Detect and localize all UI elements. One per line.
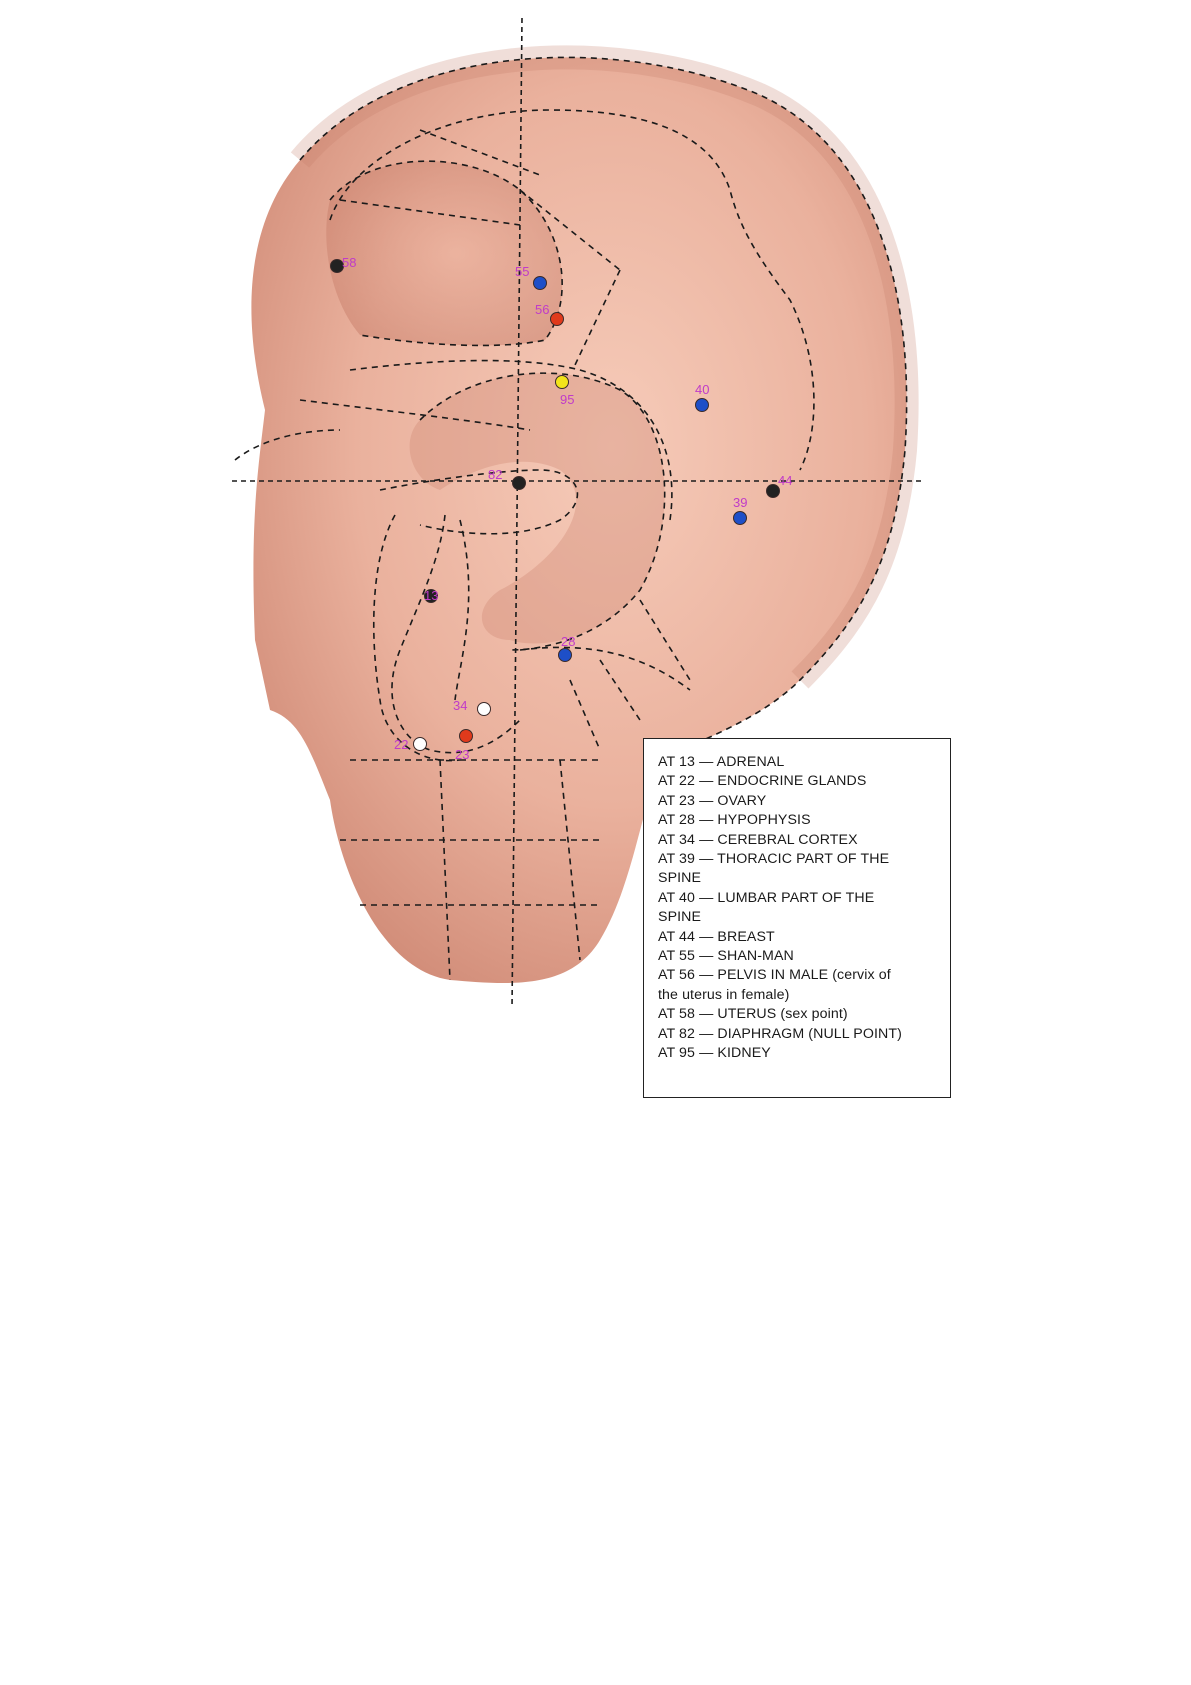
legend-row: SPINE (658, 909, 702, 926)
legend-box: AT 13 — ADRENAL AT 22 — ENDOCRINE GLANDS A… (643, 738, 951, 1098)
acupoint-58-marker (330, 259, 344, 273)
acupoint-82-label: 82 (488, 467, 502, 482)
concha (409, 373, 665, 644)
legend-row: AT 39 — THORACIC PART OF THE (658, 851, 890, 868)
acupoint-23-marker (459, 729, 473, 743)
legend-row: AT 13 — ADRENAL (658, 754, 785, 770)
acupoint-44-label: 44 (778, 473, 792, 488)
legend-row: AT 23 — OVARY (658, 792, 767, 809)
legend-row: AT 56 — PELVIS IN MALE (cervix of (658, 967, 891, 984)
acupoint-40-label: 40 (695, 382, 709, 397)
acupoint-22-label: 22 (394, 737, 408, 752)
legend-row: SPINE (658, 870, 702, 887)
guide-axes (232, 17, 925, 1009)
acupoint-56-label: 56 (535, 302, 549, 317)
legend-row: AT 55 — SHAN-MAN (658, 948, 794, 965)
legend-row: AT 82 — DIAPHRAGM (NULL POINT) (658, 1025, 902, 1042)
acupoint-95-label: 95 (560, 392, 574, 407)
acupoint-22-marker (413, 737, 427, 751)
acupoint-28-label: 28 (561, 634, 575, 649)
legend-row: AT 44 — BREAST (658, 928, 775, 945)
acupoint-13-label: 13 (424, 588, 438, 603)
acupoint-44-marker (766, 484, 780, 498)
acupoint-58-label: 58 (342, 255, 356, 270)
region-lines (234, 56, 908, 981)
acupoints-layer: 13 22 23 28 34 39 40 44 55 56 58 82 95 (330, 255, 792, 762)
acupoint-55-marker (533, 276, 547, 290)
acupoint-34-label: 34 (453, 698, 467, 713)
acupoint-34-marker (477, 702, 491, 716)
legend-row: AT 58 — UTERUS (sex point) (658, 1006, 848, 1023)
acupoint-55-label: 55 (515, 264, 529, 279)
acupoint-82-marker (512, 476, 526, 490)
legend-row: AT 34 — CEREBRAL CORTEX (658, 831, 858, 848)
acupoint-40-marker (695, 398, 709, 412)
acupoint-28-marker (558, 648, 572, 662)
legend-row: AT 40 — LUMBAR PART OF THE (658, 889, 875, 906)
acupoint-39-label: 39 (733, 495, 747, 510)
triangular-fossa (326, 161, 563, 346)
acupoint-95-marker (555, 375, 569, 389)
legend-row: AT 28 — HYPOPHYSIS (658, 812, 811, 829)
acupoint-56-marker (550, 312, 564, 326)
acupoint-23-label: 23 (455, 747, 469, 762)
legend-row: AT 22 — ENDOCRINE GLANDS (658, 773, 867, 790)
legend-row: AT 95 — KIDNEY (658, 1045, 771, 1062)
acupoint-39-marker (733, 511, 747, 525)
legend-row: the uterus in female) (658, 986, 790, 1003)
acupoint-13-marker (424, 589, 438, 603)
